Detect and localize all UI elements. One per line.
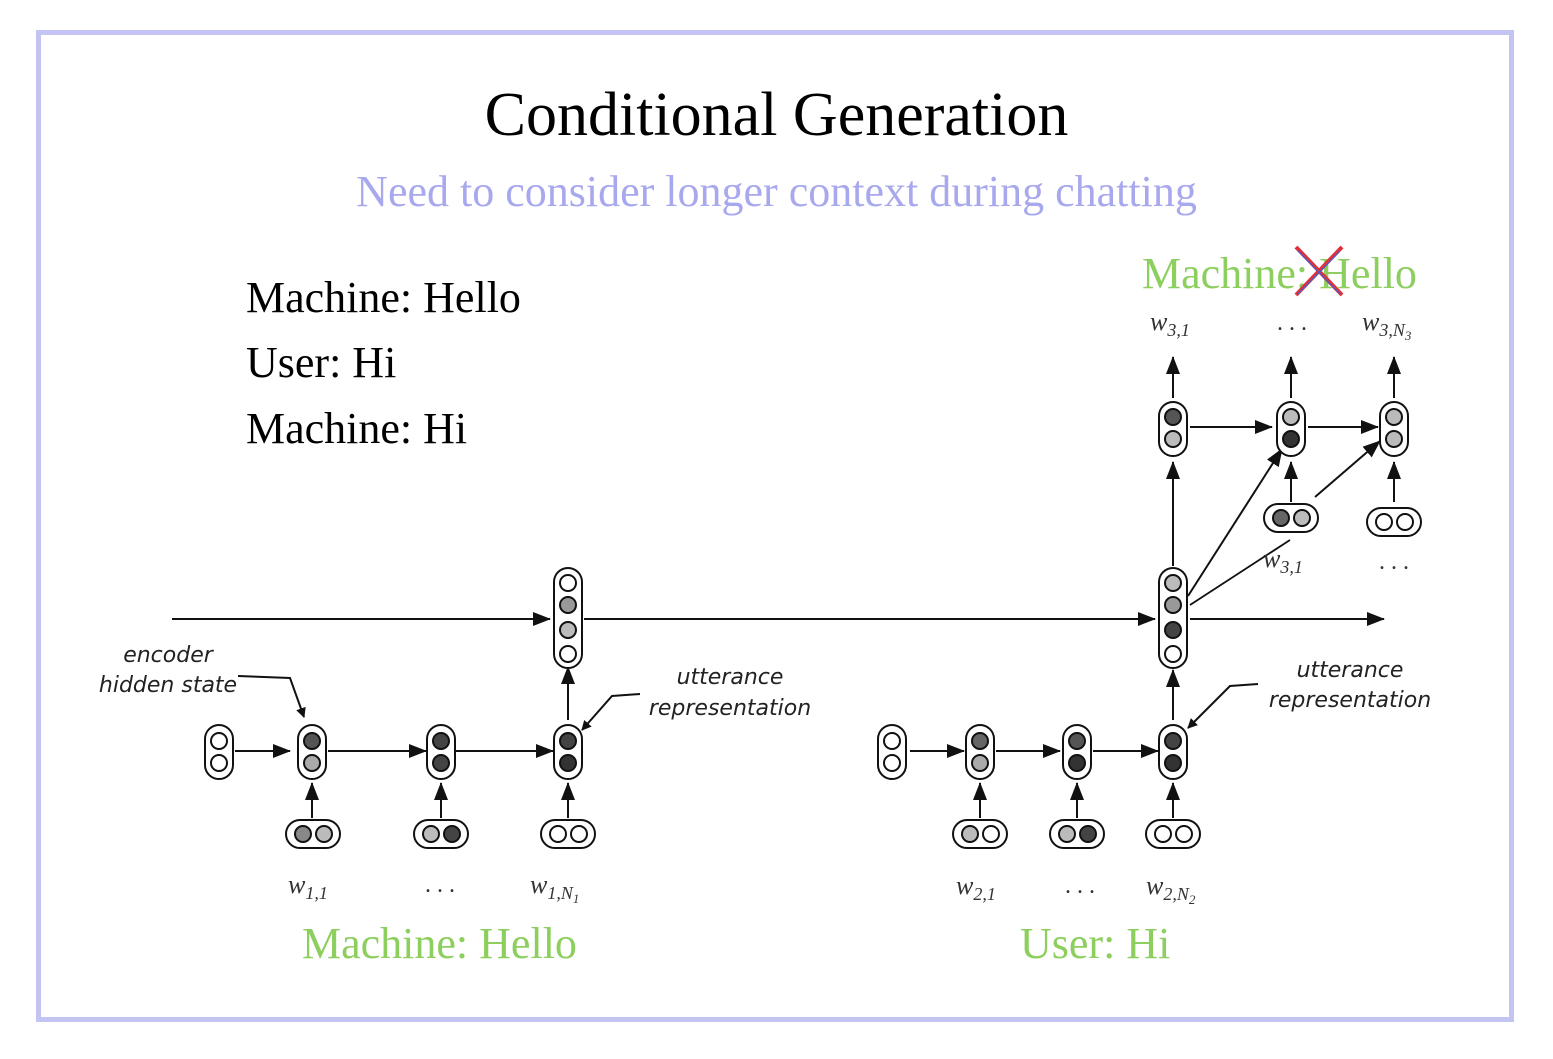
context-node-1 xyxy=(553,567,583,669)
cross-mark-icon xyxy=(1294,245,1344,297)
utterance-label-1a: utterance xyxy=(677,665,784,690)
slide-title: Conditional Generation xyxy=(484,81,1069,149)
ellipsis-1: . . . xyxy=(425,872,455,898)
caption-machine-hello-bottom: Machine: Hello xyxy=(302,919,577,968)
ellipsis-4: . . . xyxy=(1379,549,1409,575)
context-to-decoder-diag xyxy=(1189,539,1291,606)
dec-feedback-arrow xyxy=(1314,440,1381,498)
word-label-w11: w1,1 xyxy=(288,870,328,903)
dialogue-line-1: Machine: Hello xyxy=(246,273,521,322)
caption-user-hi: User: Hi xyxy=(1020,919,1171,968)
caption-machine-hello-top: Machine: Hello xyxy=(1142,249,1417,298)
word-label-w1N: w1,N1 xyxy=(530,870,579,906)
encoder-label-pointer xyxy=(237,675,306,718)
context-to-dec2-arrow xyxy=(1187,448,1283,597)
dialogue-line-2: User: Hi xyxy=(246,338,397,387)
encoder-label-2: hidden state xyxy=(99,673,237,698)
utterance-label-2a: utterance xyxy=(1297,658,1404,683)
utterance-label-pointer-1 xyxy=(581,693,641,731)
word-label-w31-input: w3,1 xyxy=(1263,544,1303,577)
dialogue-line-3: Machine: Hi xyxy=(246,404,468,453)
utterance-label-1b: representation xyxy=(649,696,811,721)
slide-subtitle: Need to consider longer context during c… xyxy=(356,167,1197,216)
utterance-label-2b: representation xyxy=(1269,688,1431,713)
word-label-w21: w2,1 xyxy=(956,871,996,904)
encoder-label-1: encoder xyxy=(123,643,215,668)
ellipsis-2: . . . xyxy=(1065,873,1095,899)
context-node-2 xyxy=(1158,567,1188,669)
word-label-w31-top: w3,1 xyxy=(1150,307,1190,340)
word-label-w2N: w2,N2 xyxy=(1146,871,1196,907)
slide-frame xyxy=(36,30,1514,1022)
utterance-label-pointer-2 xyxy=(1187,683,1259,729)
ellipsis-3: . . . xyxy=(1277,310,1307,336)
word-label-w3N: w3,N3 xyxy=(1362,307,1412,343)
